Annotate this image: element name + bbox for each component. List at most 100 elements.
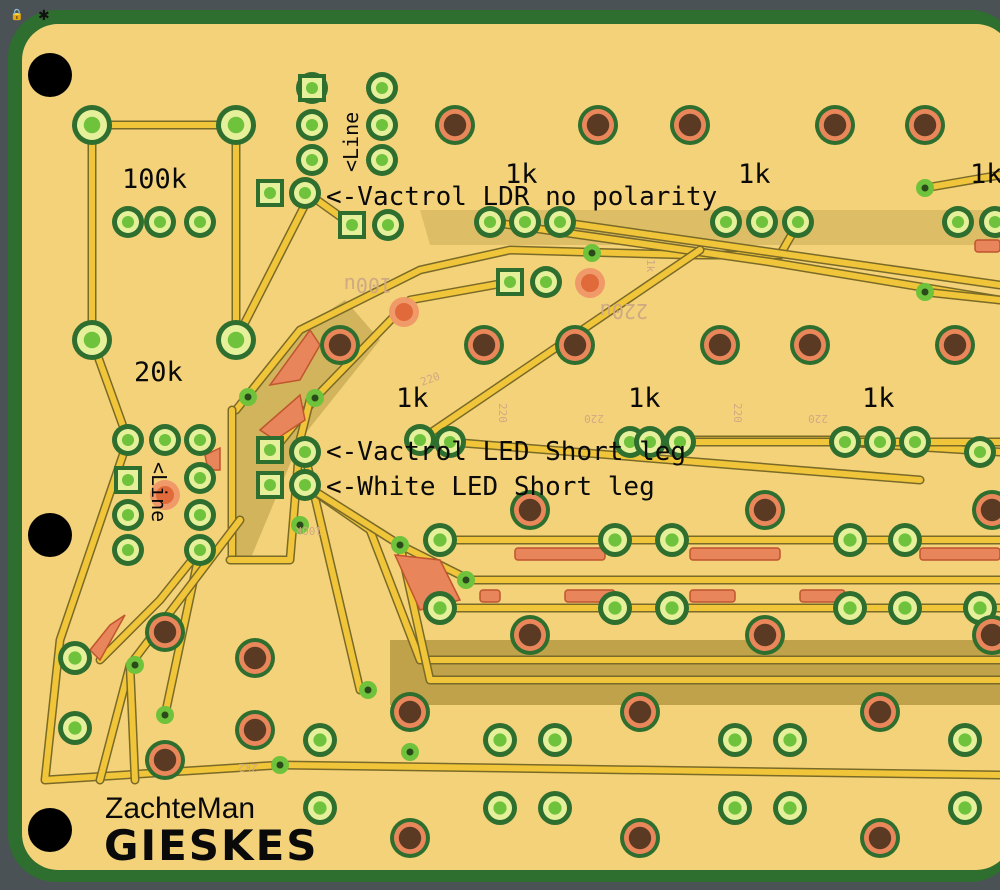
pad-center	[548, 801, 562, 815]
pad-center	[413, 433, 427, 447]
green-pad	[718, 723, 752, 757]
test-point-center	[395, 303, 413, 321]
copper-trace	[922, 172, 1000, 191]
drill	[518, 498, 542, 522]
pad-center	[843, 533, 857, 547]
pad-center	[873, 435, 887, 449]
pad-center	[973, 601, 987, 615]
drill-hole-pad	[972, 490, 1000, 530]
green-pad	[144, 206, 176, 238]
author-credit: ZachteMan	[105, 792, 255, 825]
drill	[980, 623, 1000, 647]
green-pad	[303, 791, 337, 825]
green-pad	[366, 144, 398, 176]
ghost-label: 220	[584, 412, 604, 425]
pad-center	[122, 474, 134, 486]
via-hole	[244, 393, 252, 401]
exposed-copper	[514, 547, 606, 561]
drill	[398, 700, 422, 724]
pad-center	[908, 435, 922, 449]
square-pad	[256, 436, 284, 464]
copper-trace	[127, 662, 138, 783]
via-hole	[131, 661, 139, 669]
exposed-copper	[88, 614, 126, 662]
pad-center	[121, 543, 135, 557]
green-pad	[434, 426, 466, 458]
green-pad	[72, 320, 112, 360]
via	[126, 656, 144, 674]
green-pad	[184, 206, 216, 238]
green-pad	[530, 266, 562, 298]
ghost-label: 100k	[295, 524, 322, 537]
drill-hole-pad	[578, 105, 618, 145]
drill	[398, 826, 422, 850]
via-hole	[396, 541, 404, 549]
green-pad	[303, 723, 337, 757]
drill-hole-pad	[815, 105, 855, 145]
green-pad	[184, 499, 216, 531]
copper-pour-zone	[390, 640, 1000, 705]
test-point-center	[581, 274, 599, 292]
pad-center	[193, 508, 207, 522]
drill-hole-pad	[670, 105, 710, 145]
pad-center	[264, 444, 276, 456]
pad-center	[313, 733, 327, 747]
drill	[153, 748, 177, 772]
pad-center	[305, 153, 319, 167]
line-in-label: <Line	[147, 462, 171, 522]
resistor-value-label: 1k	[396, 383, 429, 414]
drill	[798, 333, 822, 357]
green-pad	[474, 206, 506, 238]
pad-center	[121, 433, 135, 447]
ghost-label: 220u	[600, 299, 648, 323]
pad-center	[193, 543, 207, 557]
green-pad	[112, 424, 144, 456]
drill	[708, 333, 732, 357]
green-pad	[538, 791, 572, 825]
drill-hole-pad	[235, 710, 275, 750]
via-hole	[296, 521, 304, 529]
green-pad	[58, 641, 92, 675]
drill-hole-pad	[790, 325, 830, 365]
square-pad	[496, 268, 524, 296]
green-pad	[509, 206, 541, 238]
green-pad	[483, 791, 517, 825]
copper-trace	[922, 289, 1000, 303]
pad-center	[608, 601, 622, 615]
mounting-hole	[28, 808, 72, 852]
pad-center	[83, 116, 101, 134]
pad-center	[958, 733, 972, 747]
pad-center	[298, 186, 312, 200]
pad-center	[783, 733, 797, 747]
pad-center	[227, 116, 245, 134]
copper-trace	[233, 192, 313, 343]
green-pad	[289, 436, 321, 468]
green-pad	[483, 723, 517, 757]
via-hole	[311, 394, 319, 402]
drill	[563, 333, 587, 357]
green-pad	[829, 426, 861, 458]
pad-center	[728, 733, 742, 747]
pad-center	[988, 215, 1000, 229]
via	[359, 681, 377, 699]
drill	[243, 718, 267, 742]
via-hole	[161, 711, 169, 719]
exposed-copper	[479, 589, 501, 603]
exposed-copper-areas	[88, 239, 1000, 662]
origin-marker-icon: ✱	[38, 8, 50, 24]
pad-center	[193, 215, 207, 229]
exposed-copper	[689, 547, 781, 561]
resistor-value-label: 1k	[862, 383, 895, 414]
via	[457, 571, 475, 589]
ghost-label: 2k2	[238, 761, 258, 774]
drill-hole-pad	[745, 490, 785, 530]
drill	[678, 113, 702, 137]
pad-center	[433, 533, 447, 547]
drill	[980, 498, 1000, 522]
green-pad	[888, 591, 922, 625]
pad-center	[306, 82, 318, 94]
drill	[586, 113, 610, 137]
via	[401, 743, 419, 761]
pad-center	[838, 435, 852, 449]
green-pad	[184, 424, 216, 456]
